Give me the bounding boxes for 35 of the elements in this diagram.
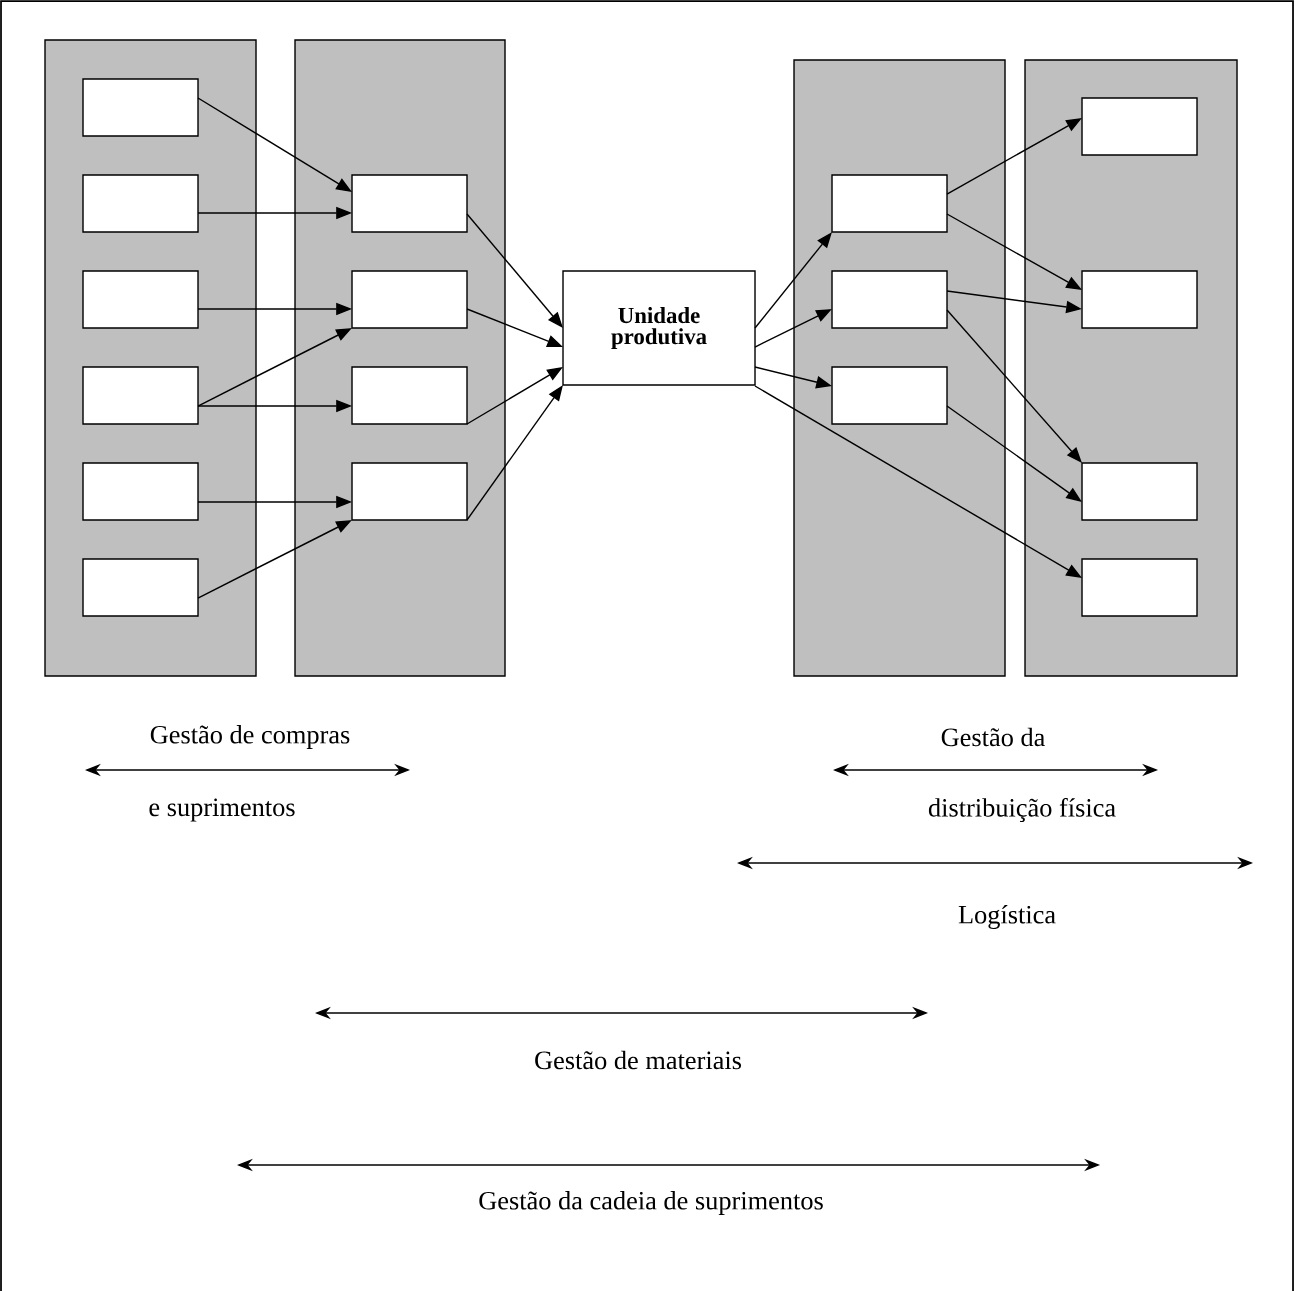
- empty-box: [351, 366, 468, 425]
- process-box: Unidade produtiva: [562, 270, 756, 386]
- empty-box: [82, 174, 199, 233]
- empty-box: [351, 270, 468, 329]
- empty-box: [82, 78, 199, 137]
- empty-box: [831, 270, 948, 329]
- arrow: [946, 118, 1082, 195]
- span-label: Gestão de compras: [150, 725, 350, 749]
- arrow: [466, 213, 563, 328]
- arrow: [946, 309, 1082, 463]
- arrow: [466, 367, 563, 425]
- empty-box: [351, 462, 468, 521]
- span-label: Gestão da cadeia de suprimentos: [479, 1191, 823, 1215]
- span-label: Gestão de materiais: [535, 1050, 741, 1070]
- arrow: [754, 232, 832, 329]
- empty-box: [82, 558, 199, 617]
- span-label: distribuição física: [928, 797, 1116, 823]
- empty-box: [82, 366, 199, 425]
- arrow: [946, 405, 1082, 502]
- empty-box: [1081, 558, 1198, 617]
- empty-box: [1081, 462, 1198, 521]
- empty-box: [82, 462, 199, 521]
- span-label: Logística: [958, 905, 1056, 929]
- arrow: [946, 213, 1082, 290]
- empty-box: [82, 270, 199, 329]
- span-label: Gestão da: [941, 727, 1045, 747]
- empty-box: [831, 174, 948, 233]
- span-label: e suprimentos: [149, 798, 295, 822]
- empty-box: [351, 174, 468, 233]
- empty-box: [1081, 97, 1198, 156]
- arrow: [197, 97, 352, 192]
- arrow: [754, 385, 1082, 578]
- arrow: [466, 385, 563, 521]
- empty-box: [1081, 270, 1198, 329]
- empty-box: [831, 366, 948, 425]
